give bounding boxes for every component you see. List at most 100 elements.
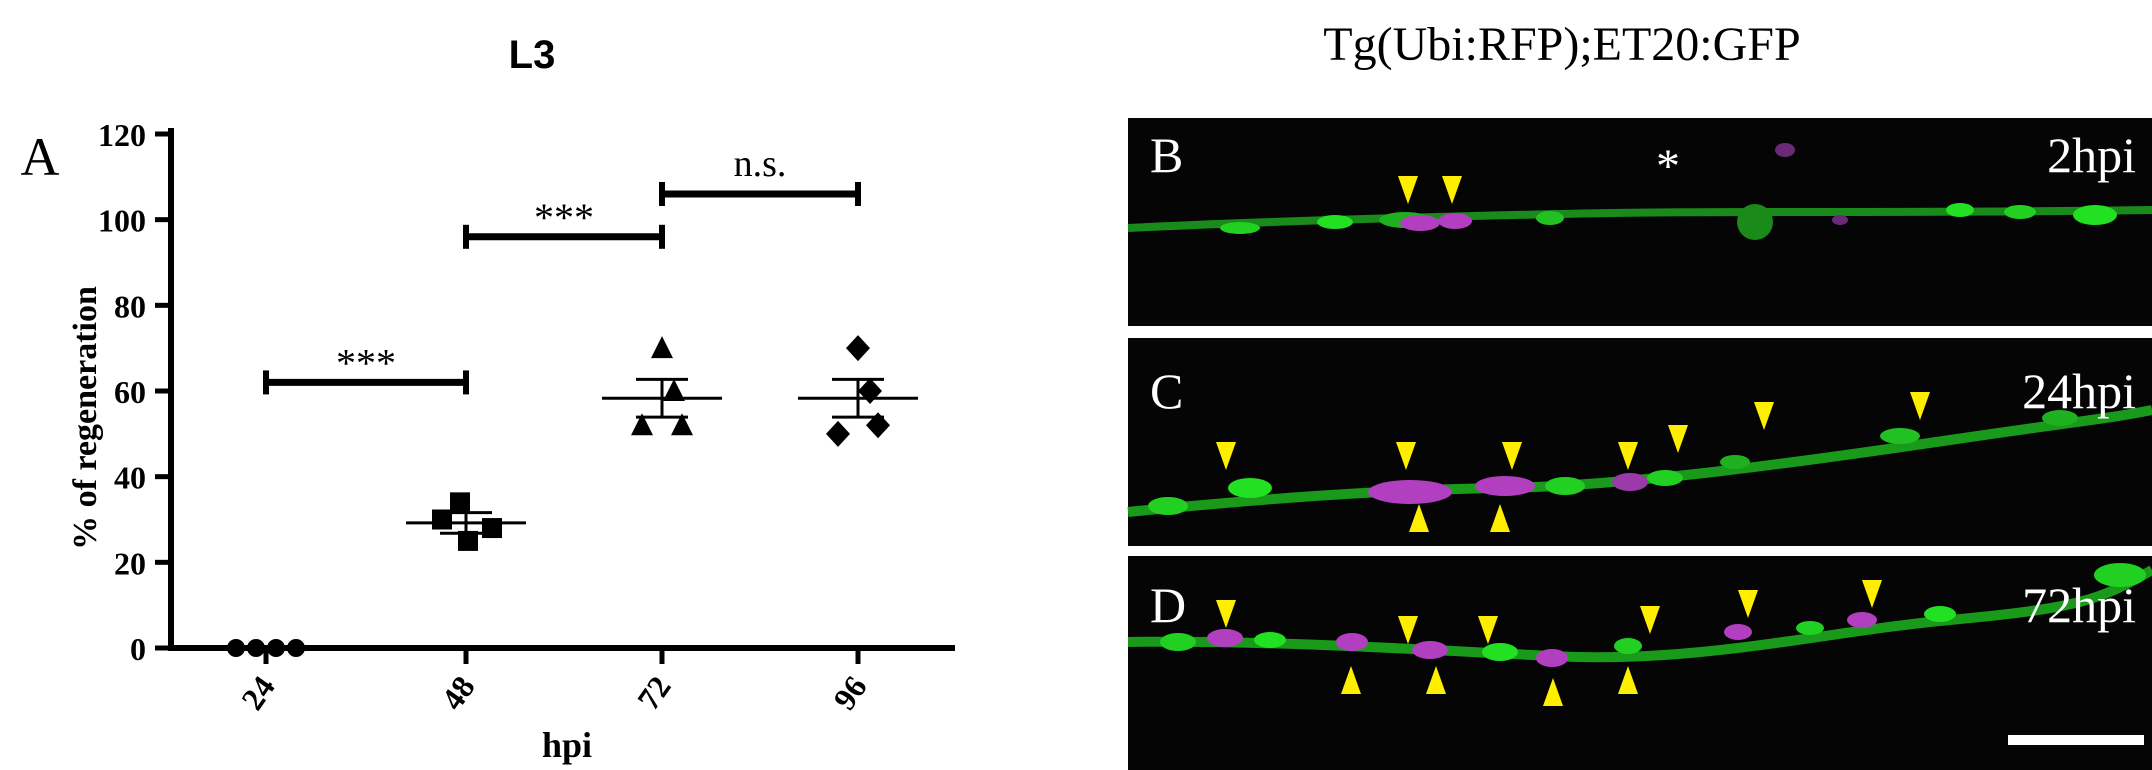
data-point-circle [247,639,265,657]
arrowheads-b [1398,176,1462,204]
data-point-diamond [858,378,882,404]
axon-b-segment [1220,222,1260,234]
axon-c-rfp [1612,473,1648,491]
panel-time-c: 24hpi [2022,363,2136,419]
panel-letter-c: C [1150,363,1183,419]
data-point-diamond [826,420,850,447]
data-point-circle [267,639,285,657]
data-point-diamond [846,335,870,362]
axon-d-segment [2094,563,2146,587]
arrowhead-marker [1442,176,1462,204]
data-point-square [450,492,470,513]
arrowhead-marker [1396,442,1416,470]
arrowhead-marker [1618,666,1638,694]
micrograph-panel-c: C 24hpi [1127,338,2152,546]
arrowhead-marker [1738,590,1758,618]
axon-b-debris [1775,143,1795,157]
arrowhead-marker [1502,442,1522,470]
chart-title: L3 [509,33,556,77]
x-tick-label: 96 [826,669,874,716]
axon-d-strand [1127,565,2152,663]
scale-bar [2008,735,2144,745]
y-tick-label: 0 [130,631,146,667]
arrowhead-marker [1543,678,1563,706]
x-tick-label: 24 [234,669,282,716]
axon-d-rfp [1536,649,1568,667]
axon-c-rfp [1475,476,1535,496]
arrowhead-marker [1910,392,1930,420]
arrowhead-marker [1478,616,1498,644]
axon-b-segment [1536,211,1564,225]
axon-b-debris [1737,204,1773,240]
panel-time-d: 72hpi [2022,577,2136,633]
x-tick-label: 48 [434,669,482,716]
data-point-triangle [631,413,653,436]
arrowhead-marker [1754,402,1774,430]
axon-c-segment [1545,477,1585,495]
significance-label: *** [534,195,594,240]
data-point-square [482,518,502,539]
axon-d-segment [1614,638,1642,654]
data-point-diamond [866,412,890,439]
data-point-square [432,509,452,530]
significance-label: *** [336,340,396,385]
data-point-circle [287,639,305,657]
axon-b-rfp [1400,215,1440,231]
x-axis-label: hpi [542,725,592,765]
axon-b-debris [1832,215,1848,225]
panel-letter-b: B [1150,127,1183,183]
arrowhead-marker [1618,442,1638,470]
arrowhead-marker [1426,666,1446,694]
data-point-square [458,530,478,551]
axon-c-segment [1880,428,1920,444]
arrowhead-marker [1409,504,1429,532]
arrowhead-marker [1341,666,1361,694]
arrowhead-marker [1216,442,1236,470]
axon-d-segment [1796,621,1824,635]
panel-letter-a: A [21,127,60,187]
axon-d-segment [1160,633,1196,651]
axon-b-rfp [1438,213,1472,229]
arrowhead-marker [1398,616,1418,644]
axon-b-segment [1317,215,1353,229]
arrowheads-c [1216,392,1930,532]
data-point-triangle [671,413,693,436]
y-tick-label: 100 [98,203,146,239]
axon-b-segment [1946,203,1974,217]
axon-c [1127,405,2152,517]
arrowhead-marker [1490,504,1510,532]
arrowhead-marker [1668,425,1688,453]
x-tick-label: 72 [630,669,678,716]
axon-d-rfp [1207,629,1243,647]
micrograph-title: Tg(Ubi:RFP);ET20:GFP [1323,18,1800,71]
data-point-triangle [651,336,673,359]
axon-c-segment [2042,410,2078,426]
data-point-circle [227,639,245,657]
significance-label: n.s. [734,143,787,185]
micrograph-c-background [1128,338,2152,546]
y-tick-label: 120 [98,117,146,153]
axon-d-rfp [1724,624,1752,640]
axon-d [1127,563,2152,667]
axon-c-segment [1647,470,1683,486]
axon-d-rfp [1847,612,1877,628]
arrowhead-marker [1862,580,1882,608]
arrowhead-marker [1640,606,1660,634]
y-tick-label: 20 [114,545,146,581]
data-point-triangle [663,379,685,401]
axon-c-rfp [1368,480,1452,504]
micrograph-figure: Tg(Ubi:RFP);ET20:GFP [1127,18,2152,770]
axon-d-segment [1924,606,1956,622]
error-bars [406,377,918,535]
arrowhead-marker [1398,176,1418,204]
panel-time-b: 2hpi [2047,127,2136,183]
micrograph-panel-b: B 2hpi * [1127,118,2152,326]
significance-brackets: *** *** n.s. [263,143,861,395]
arrowhead-marker [1216,600,1236,628]
y-tick-label: 40 [114,460,146,496]
axon-b-segment [2073,205,2117,225]
asterisk-b: * [1656,140,1680,193]
regeneration-chart: L3 A % of regeneration hpi 0204060801001… [21,33,955,765]
